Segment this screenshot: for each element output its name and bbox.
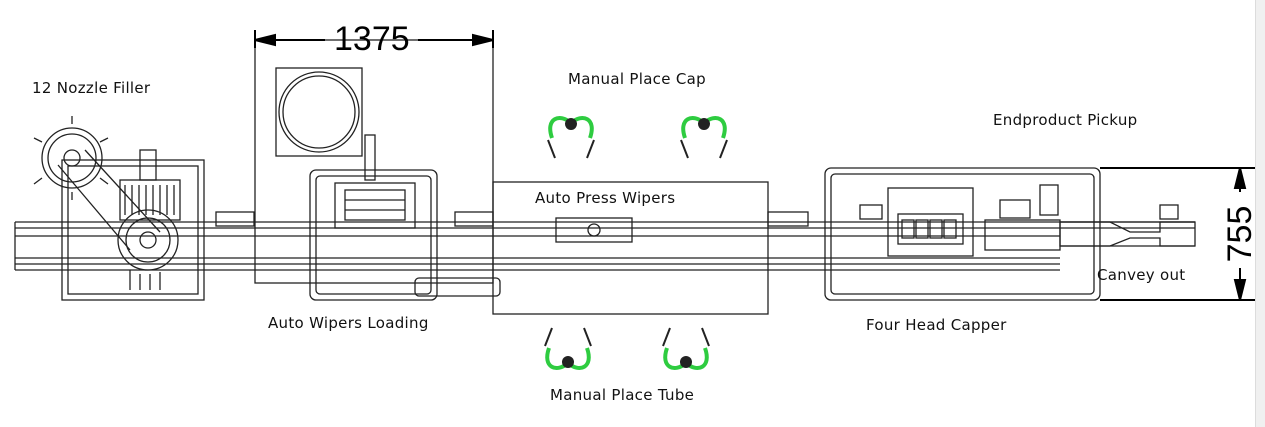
convey-out <box>1059 204 1196 247</box>
label-capper: Four Head Capper <box>866 316 1007 334</box>
conveyor-rails <box>14 221 1195 271</box>
label-pickup: Endproduct Pickup <box>993 111 1138 129</box>
height-dimension-label: 755 <box>1221 205 1259 263</box>
label-place-tube: Manual Place Tube <box>550 386 695 404</box>
press-wipers-unit <box>492 181 809 315</box>
label-wipers-loading: Auto Wipers Loading <box>268 314 429 332</box>
capper-machine <box>824 167 1101 301</box>
cap-gripper-1 <box>547 116 595 159</box>
wipers-loading-unit <box>215 39 501 301</box>
tube-gripper-1 <box>544 327 592 370</box>
width-dimension-line <box>254 30 494 48</box>
label-convey-out: Canvey out <box>1097 266 1186 284</box>
height-dimension-line <box>1100 167 1255 301</box>
cap-gripper-2 <box>680 116 728 159</box>
width-dimension-label: 1375 <box>334 20 410 58</box>
vertical-scrollbar[interactable] <box>1255 0 1265 427</box>
filler-machine <box>33 116 205 301</box>
tube-gripper-2 <box>662 327 710 370</box>
label-filler: 12 Nozzle Filler <box>32 79 151 97</box>
label-place-cap: Manual Place Cap <box>568 70 706 88</box>
label-press-wipers: Auto Press Wipers <box>535 189 676 207</box>
